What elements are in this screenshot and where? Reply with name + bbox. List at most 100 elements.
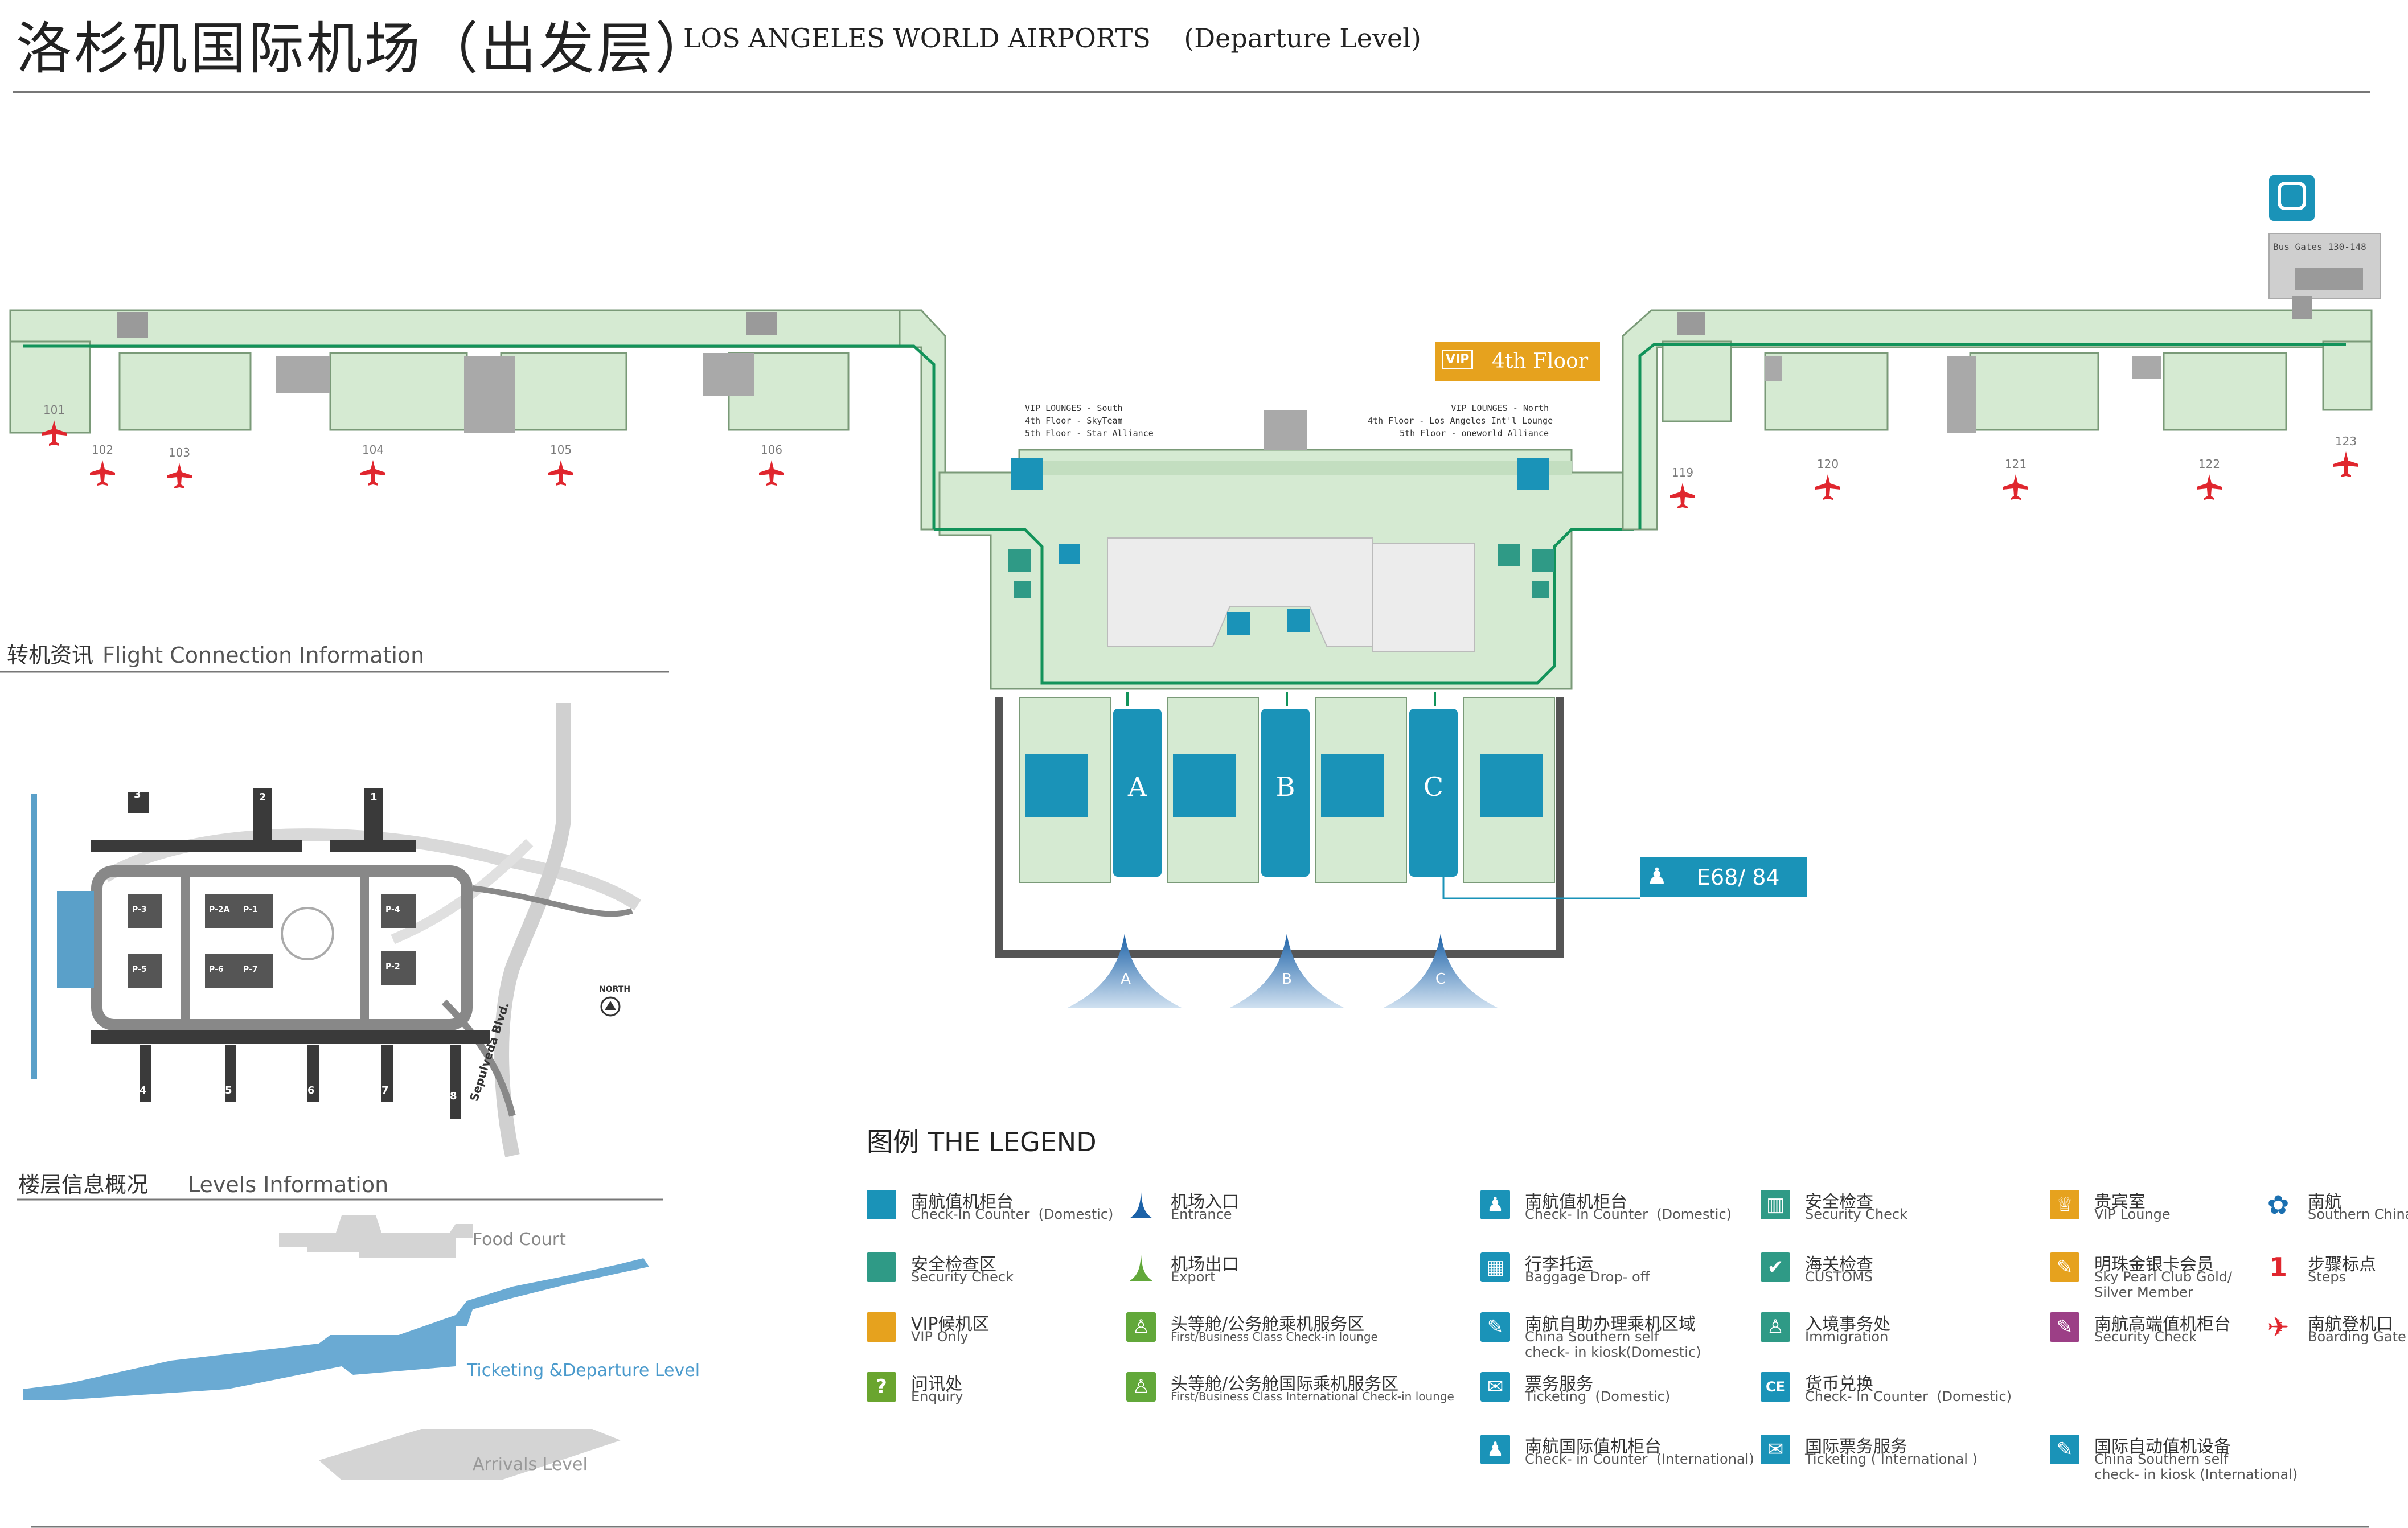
ticket-icon: ✉ (1480, 1372, 1510, 1402)
plane-icon[interactable] (2197, 474, 2222, 500)
legend-label-zh: 机场出口 (1171, 1255, 1239, 1275)
east-concourse (1622, 233, 2381, 531)
entrance-b-label: B (1282, 971, 1292, 988)
gate-number: 121 (2004, 457, 2027, 471)
plane-icon[interactable] (759, 460, 784, 486)
fourth-floor-badge[interactable]: VIP 4th Floor (1435, 342, 1600, 381)
gate-callout[interactable]: ♟ E68/ 84 (1640, 857, 1807, 897)
plane-icon[interactable] (548, 460, 573, 486)
west-concourse (9, 309, 946, 531)
legend-label-zh: VIP候机区 (911, 1315, 990, 1334)
entrance-c-label: C (1435, 971, 1446, 988)
counter-intl-icon: ♟ (1480, 1435, 1510, 1464)
customs-icon: ✔ (1761, 1252, 1790, 1282)
legend-label-zh: 安全检查区 (911, 1255, 996, 1275)
exit-arrow-icon (1126, 1252, 1156, 1282)
legend-label-en: Enquiry (911, 1389, 963, 1404)
parking-label: P-4 (385, 905, 400, 914)
flight-connection-zh: 转机资讯 (7, 643, 94, 668)
plane-icon[interactable] (1670, 483, 1695, 508)
vip-icon: VIP (1442, 350, 1474, 369)
levels-info-zh: 楼层信息概况 (18, 1172, 149, 1197)
gate-number: 105 (549, 443, 572, 457)
first-class-intl-icon: ♙ (1126, 1372, 1156, 1402)
section-flight-connection: 转机资讯 Flight Connection Information (7, 638, 424, 669)
terminals_bottom-label: 4 (140, 1085, 147, 1096)
vip-south-line-3: 5th Floor - Star Alliance (1025, 428, 1154, 438)
counter-icon: ♟ (1480, 1190, 1510, 1219)
section-levels-info: 楼层信息概况 Levels Information (18, 1167, 388, 1198)
vip-south-line-1: VIP LOUNGES - South (1025, 403, 1123, 413)
legend-label-en: Boarding Gate (2308, 1329, 2406, 1345)
vip-icon: ♕ (2050, 1190, 2079, 1219)
vip-lounges-south: VIP LOUNGES - South 4th Floor - SkyTeam … (1025, 402, 1154, 439)
legend-label-zh: 安全检查 (1805, 1192, 1873, 1212)
legend-label-zh: 南航值机柜台 (1525, 1192, 1627, 1212)
legend-label-zh: 问讯处 (911, 1374, 962, 1394)
counter-b[interactable]: B (1275, 771, 1295, 802)
first-class-icon: ♙ (1126, 1312, 1156, 1342)
legend-label-en: Entrance (1171, 1206, 1232, 1222)
terminals_top-label: 1 (370, 791, 378, 803)
legend-label-en: VIP Lounge (2094, 1206, 2171, 1222)
plane-icon[interactable] (360, 460, 385, 486)
page-subtitle: LOS ANGELES WORLD AIRPORTS (Departure Le… (683, 23, 1421, 54)
parking-label: P-5 (132, 965, 147, 974)
levels-diagram (23, 1215, 649, 1480)
level-food-court: Food Court (473, 1230, 566, 1250)
page-title: 洛杉矶国际机场（出发层） (16, 17, 713, 81)
legend-label-en: China Southern self check- in kiosk (Int… (2094, 1451, 2298, 1482)
legend-label-zh: 明珠金银卡会员 (2094, 1255, 2214, 1275)
vip-north-line-3: 5th Floor - oneworld Alliance (1400, 428, 1549, 438)
parking-label: P-7 (243, 965, 258, 974)
csa-logo-icon: ✿ (2267, 1189, 2290, 1220)
legend-label-en: Ticketing ( International ) (1805, 1451, 1978, 1467)
legend-label-en: First/Business Class International Check… (1171, 1390, 1454, 1403)
counter-a[interactable]: A (1127, 771, 1147, 802)
plane-icon[interactable] (2333, 451, 2358, 477)
plane-icon[interactable] (2003, 474, 2028, 500)
terminals_bottom-label: 7 (381, 1085, 389, 1096)
legend-label-en: Security Check (1805, 1206, 1908, 1222)
legend-label-en: Check- in Counter (International) (1525, 1451, 1754, 1467)
legend-label-zh: 南航国际值机柜台 (1525, 1437, 1662, 1457)
levels-info-en: Levels Information (188, 1172, 389, 1197)
bus-gates-label: Bus Gates 130-148 (2273, 241, 2366, 252)
central-terminal (934, 410, 1634, 706)
immigration-icon: ♙ (1761, 1312, 1790, 1342)
legend-label-zh: 贵宾室 (2094, 1192, 2146, 1212)
plane-icon[interactable] (90, 460, 115, 486)
flight-connection-en: Flight Connection Information (102, 643, 425, 668)
terminals_bottom-label: 5 (225, 1085, 232, 1096)
legend-label-zh: 海关检查 (1805, 1255, 1873, 1275)
counter-c[interactable]: C (1423, 771, 1444, 802)
gate-number: 119 (1671, 466, 1694, 479)
legend-label-zh: 机场入口 (1171, 1192, 1239, 1212)
terminals_bottom-label: 6 (307, 1085, 315, 1096)
gate-number: 102 (91, 443, 114, 457)
gate-number: 123 (2335, 434, 2357, 448)
parking-label: P-2 (385, 962, 400, 971)
plane-icon[interactable] (1815, 474, 1840, 500)
legend-label-en: First/Business Class Check-in lounge (1171, 1330, 1378, 1344)
checkin-hall (995, 697, 1640, 1008)
square-icon (867, 1252, 896, 1282)
parking-label: P-2A (209, 905, 230, 914)
premium-counter-icon: ✎ (2050, 1312, 2079, 1342)
terminals_top-label: 3 (134, 788, 141, 800)
legend-label-en: Check-In Counter (Domestic) (911, 1206, 1114, 1222)
legend-label-en: Baggage Drop- off (1525, 1269, 1650, 1285)
sky-pearl-icon: ✎ (2050, 1252, 2079, 1282)
gate-callout-label: E68/ 84 (1697, 865, 1780, 890)
legend-label-zh: 南航自助办理乘机区域 (1525, 1315, 1696, 1334)
legend-label-en: China Southern self check- in kiosk(Dome… (1525, 1329, 1701, 1360)
legend-label-zh: 南航高端值机柜台 (2094, 1315, 2231, 1334)
legend-label-en: Ticketing (Domestic) (1525, 1389, 1671, 1404)
parking-label: P-1 (243, 905, 258, 914)
gate-number: 104 (362, 443, 384, 457)
legend-label-zh: 行李托运 (1525, 1255, 1593, 1275)
legend-label-zh: 国际票务服务 (1805, 1437, 1907, 1457)
plane-icon[interactable] (167, 463, 192, 488)
